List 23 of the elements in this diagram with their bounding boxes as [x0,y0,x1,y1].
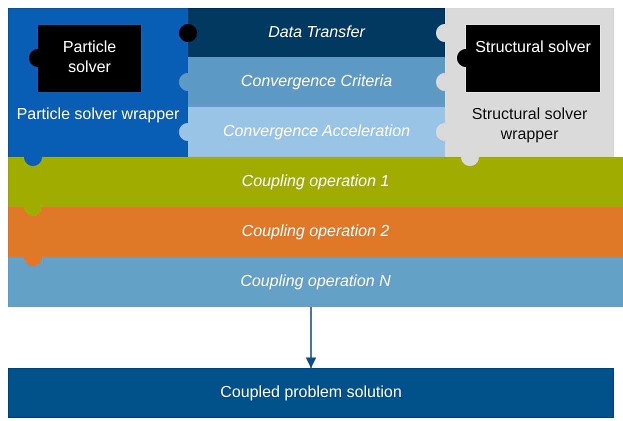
layer-band [8,207,623,257]
solver-box [466,25,600,92]
layer-band [8,157,623,207]
layer-band [8,257,623,307]
band-label: Coupling operation 1 [240,172,390,192]
solver-label: Structural solver [474,38,592,58]
layer-band [188,57,445,107]
band-label: Data Transfer [267,23,366,43]
solver-box [38,25,141,92]
band-label: Convergence Criteria [240,72,394,92]
band-label: Convergence Acceleration [222,122,412,142]
result-label: Coupled problem solution [219,383,403,403]
band-label: Coupling operation 2 [240,222,390,242]
wrapper-panel [8,8,188,157]
result-box [8,368,614,418]
layer-band [188,107,445,157]
solver-label: Particle solver [62,38,118,78]
wrapper-label: Structural solver wrapper [470,105,588,145]
layer-band [188,8,445,57]
wrapper-label: Particle solver wrapper [16,105,180,125]
arrow [306,307,316,368]
wrapper-panel [445,8,614,157]
band-label: Coupling operation N [239,272,392,292]
